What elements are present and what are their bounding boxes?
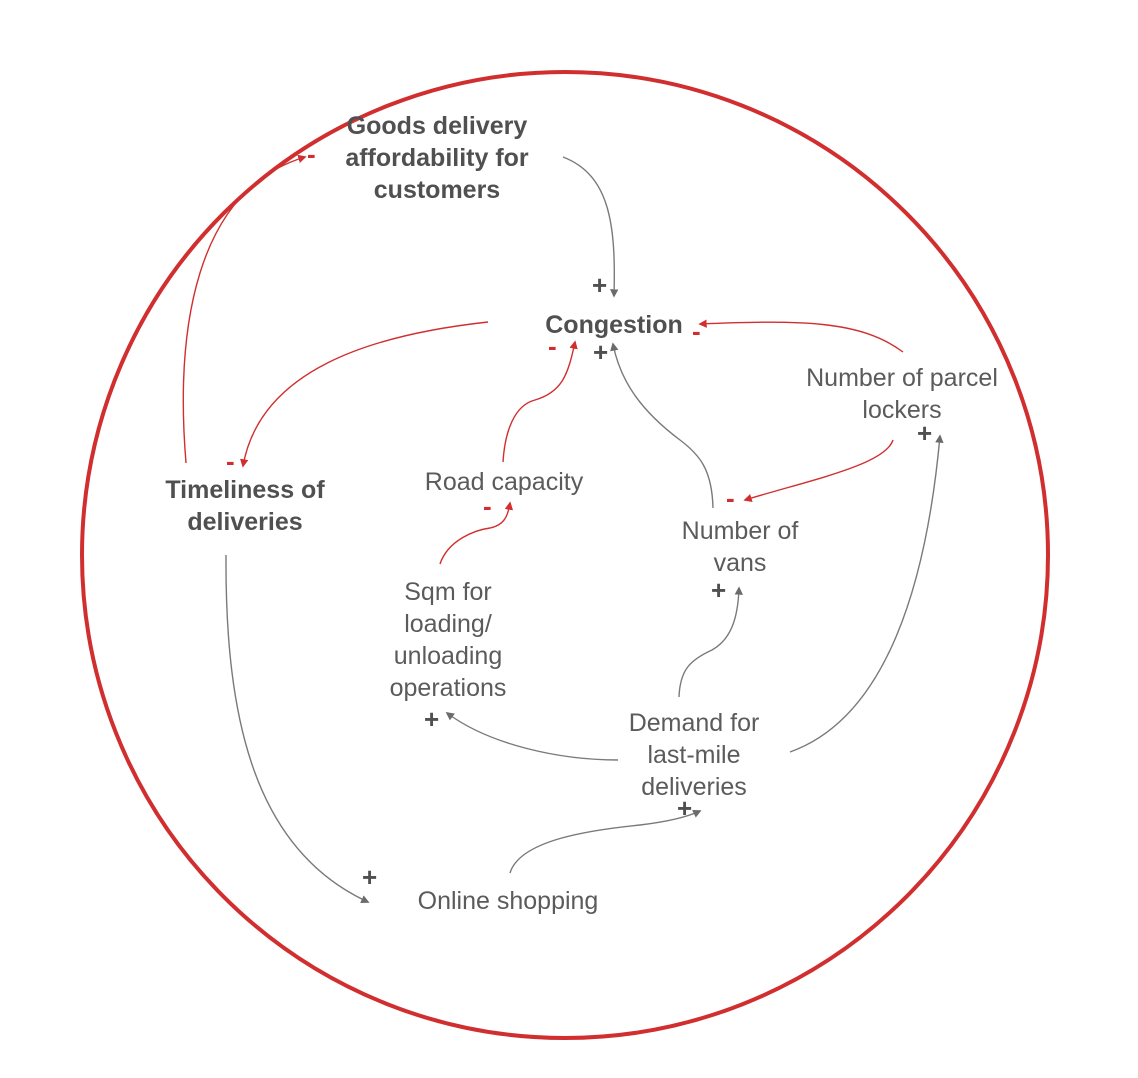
- polarity-sign: -: [692, 316, 701, 346]
- link-congestion-to-timeliness: [240, 321, 489, 468]
- node-congestion: Congestion: [545, 311, 683, 339]
- polarity-sign: +: [592, 270, 608, 300]
- link-timeliness-to-online-shopping: [225, 554, 370, 903]
- polarity-sign: +: [593, 337, 609, 367]
- polarity-sign: +: [424, 704, 440, 734]
- polarity-sign: +: [677, 793, 693, 823]
- link-vans-to-congestion: [610, 342, 714, 509]
- link-demand-to-vans: [678, 586, 743, 698]
- link-parcel-lockers-to-congestion: [698, 319, 904, 353]
- node-online-shopping: Online shopping: [417, 887, 599, 915]
- node-number-of-parcel-lockers: Number of parcel lockers: [806, 364, 998, 424]
- polarity-sign: -: [307, 139, 316, 169]
- link-demand-to-parcel-lockers: [789, 434, 944, 753]
- polarity-sign: +: [711, 575, 727, 605]
- polarity-sign: -: [548, 331, 557, 361]
- node-number-of-vans: Number of vans: [681, 517, 799, 577]
- polarity-sign: +: [362, 862, 378, 892]
- node-demand-for-last-mile-deliveries: Demand for last-mile deliveries: [628, 709, 760, 801]
- node-goods-delivery-affordability: Goods delivery affordability for custome…: [345, 112, 529, 204]
- polarity-sign: +: [917, 418, 933, 448]
- node-road-capacity: Road capacity: [424, 468, 584, 496]
- link-timeliness-to-goods-delivery: [182, 154, 307, 464]
- polarity-sign: -: [726, 483, 735, 513]
- link-sqm-to-road-capacity: [439, 501, 514, 565]
- polarity-sign: -: [226, 446, 235, 476]
- node-timeliness-of-deliveries: Timeliness of deliveries: [165, 476, 325, 536]
- link-parcel-lockers-to-vans: [743, 439, 894, 503]
- link-online-shopping-to-demand: [509, 810, 702, 874]
- link-demand-to-sqm: [445, 711, 619, 761]
- link-road-capacity-to-congestion: [502, 340, 578, 463]
- polarity-sign: -: [483, 491, 492, 521]
- link-goods-delivery-to-congestion: [562, 156, 619, 298]
- node-sqm-loading-unloading: Sqm for loading/ unloading operations: [389, 578, 507, 702]
- system-boundary-circle: [80, 70, 1050, 1040]
